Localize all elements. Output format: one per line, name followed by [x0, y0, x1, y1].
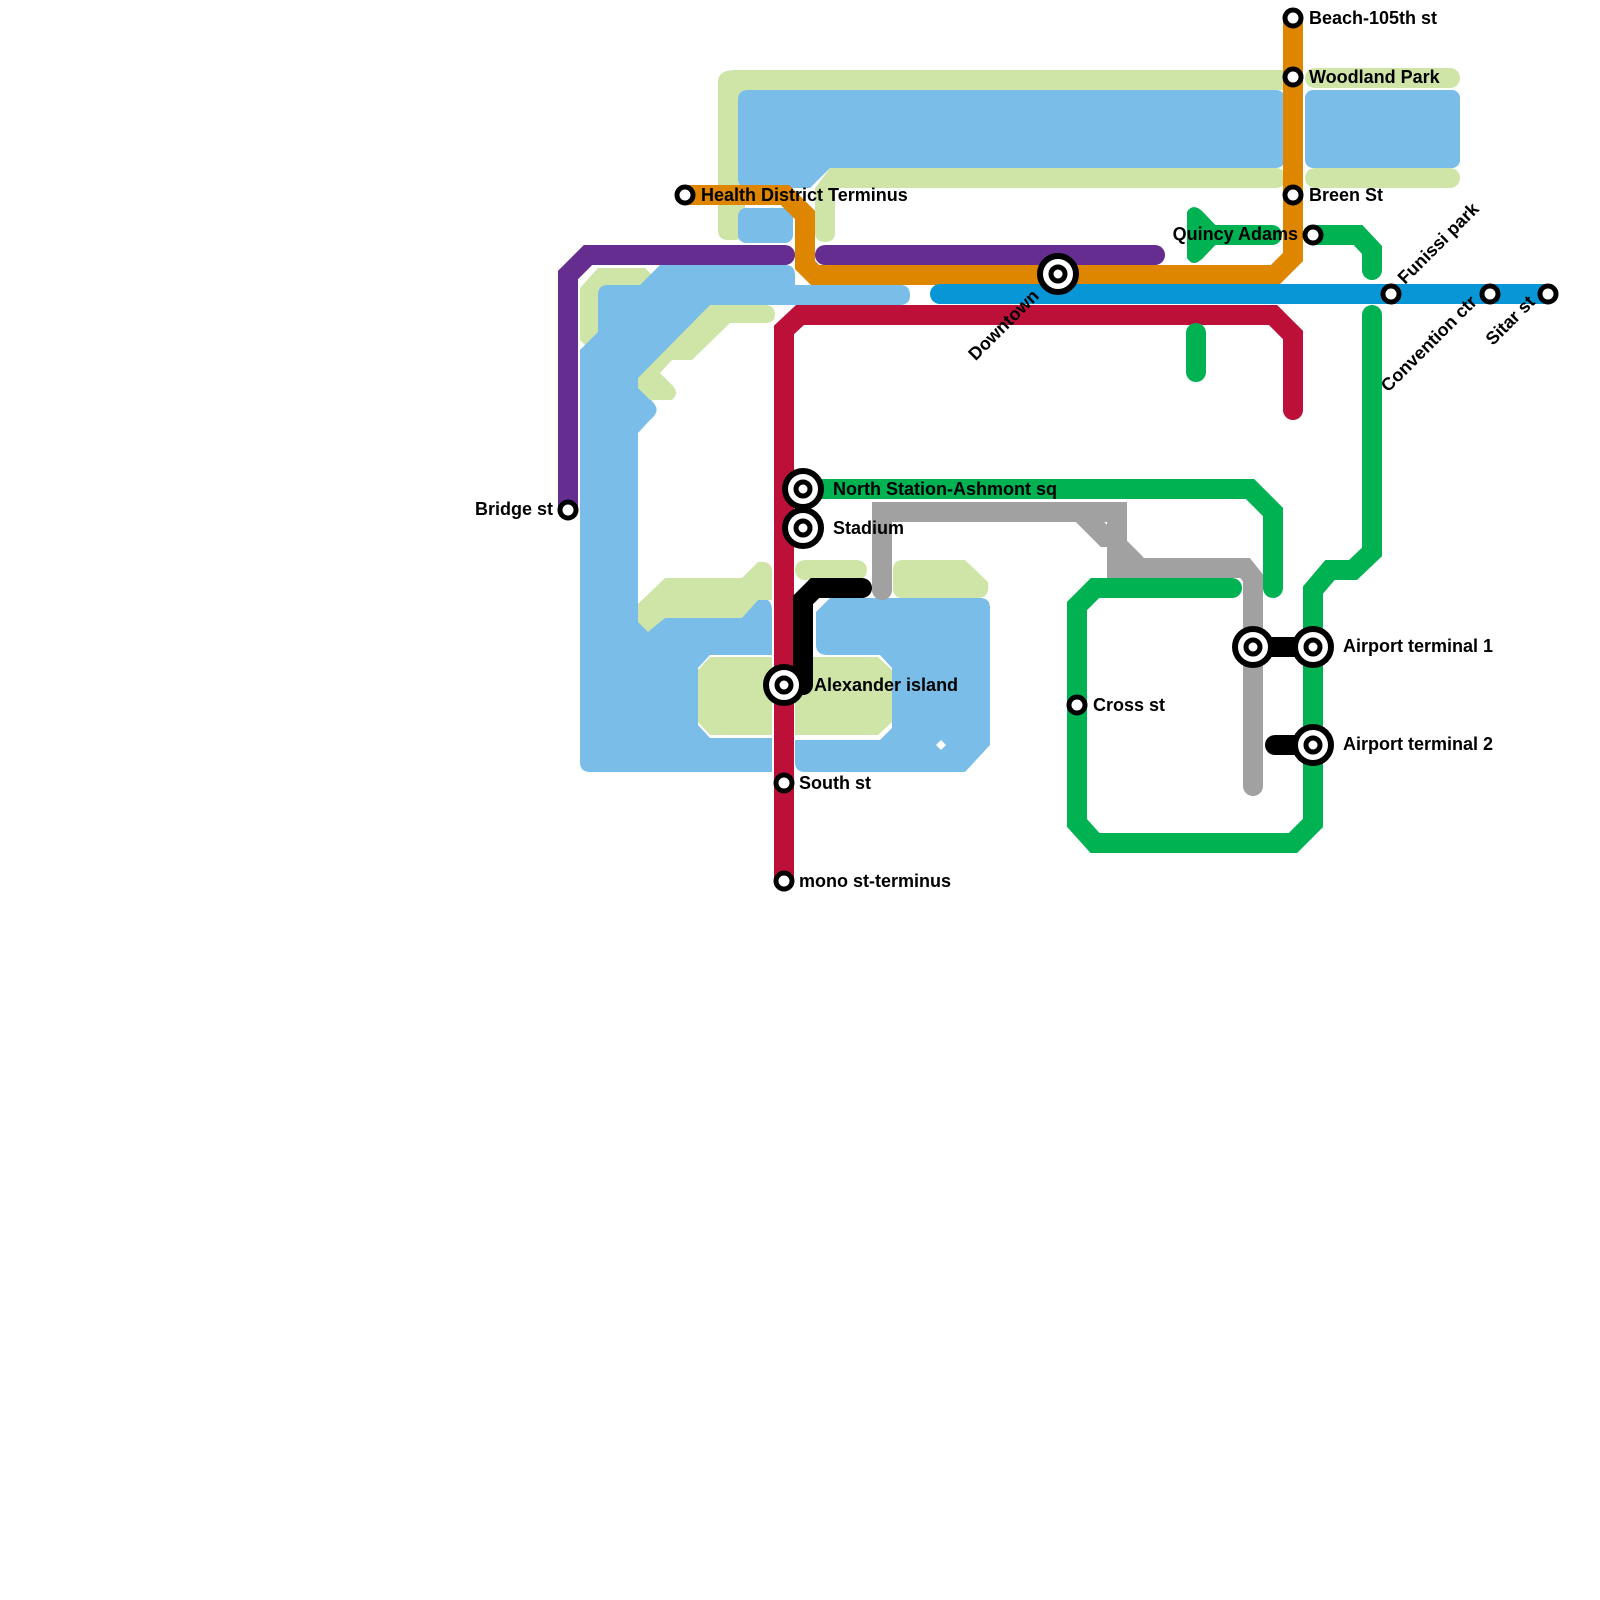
park-stadium-west — [795, 560, 867, 580]
water-pocket — [738, 208, 793, 243]
park-north-east — [1305, 68, 1460, 88]
line-black — [793, 578, 872, 695]
station-beach-105th[interactable]: Beach-105th st — [1282, 7, 1437, 29]
line-gray-fill — [1075, 502, 1145, 573]
park-stadium-east — [893, 560, 989, 598]
station-label: Airport terminal 1 — [1343, 636, 1493, 656]
station-label: Funissi park — [1394, 198, 1484, 288]
geography-layer — [580, 68, 1460, 772]
line-green-quincy — [1303, 225, 1382, 280]
station-label: Alexander island — [814, 675, 958, 695]
station-label: Airport terminal 2 — [1343, 734, 1493, 754]
stations-layer: Beach-105th st Woodland Park Breen St He… — [475, 7, 1559, 892]
water-south-central — [795, 598, 990, 772]
station-quincy-adams[interactable]: Quincy Adams — [1173, 224, 1324, 246]
park-north — [718, 70, 1285, 240]
lines-layer — [558, 8, 1558, 890]
line-green-loop — [1067, 305, 1382, 853]
park-alexander-east — [795, 657, 892, 735]
station-airport-t2[interactable]: Airport terminal 2 — [1292, 724, 1493, 766]
line-purple — [558, 245, 795, 520]
park-band-middle-east — [1305, 168, 1460, 188]
station-label: Woodland Park — [1309, 67, 1441, 87]
station-mono-st[interactable]: mono st-terminus — [773, 870, 951, 892]
line-orange — [675, 8, 1303, 285]
station-label: Stadium — [833, 518, 904, 538]
park-south-west — [638, 561, 772, 632]
park-band-middle — [815, 168, 1285, 242]
station-health-district[interactable]: Health District Terminus — [674, 184, 908, 206]
landmark-marker — [936, 740, 946, 750]
station-stadium[interactable]: Stadium — [782, 507, 904, 549]
station-label: Quincy Adams — [1173, 224, 1298, 244]
station-label: Bridge st — [475, 499, 553, 519]
station-north-station[interactable]: North Station-Ashmont sq — [782, 468, 1057, 510]
station-label: Convention ctr — [1377, 292, 1481, 396]
station-label: Beach-105th st — [1309, 8, 1437, 28]
station-woodland-park[interactable]: Woodland Park — [1282, 66, 1441, 88]
station-label: mono st-terminus — [799, 871, 951, 891]
station-south-st[interactable]: South st — [773, 772, 871, 794]
station-breen-st[interactable]: Breen St — [1282, 184, 1383, 206]
water-north-east — [1305, 90, 1460, 168]
park-alexander-west — [698, 657, 772, 735]
line-green-arrow — [1187, 207, 1225, 263]
water-west — [580, 265, 910, 772]
station-label: Cross st — [1093, 695, 1165, 715]
park-west-diagonal — [638, 305, 775, 400]
station-label: Breen St — [1309, 185, 1383, 205]
station-airport-t1[interactable]: Airport terminal 1 — [1232, 626, 1493, 668]
station-label: North Station-Ashmont sq — [833, 479, 1057, 499]
line-green-north — [793, 479, 1283, 598]
station-label: South st — [799, 773, 871, 793]
station-bridge-st[interactable]: Bridge st — [475, 499, 579, 521]
station-cross-st[interactable]: Cross st — [1066, 694, 1165, 716]
station-alexander-island[interactable]: Alexander island — [763, 664, 958, 706]
water-north — [738, 90, 1285, 188]
station-label: Health District Terminus — [701, 185, 908, 205]
line-red — [774, 305, 1303, 890]
